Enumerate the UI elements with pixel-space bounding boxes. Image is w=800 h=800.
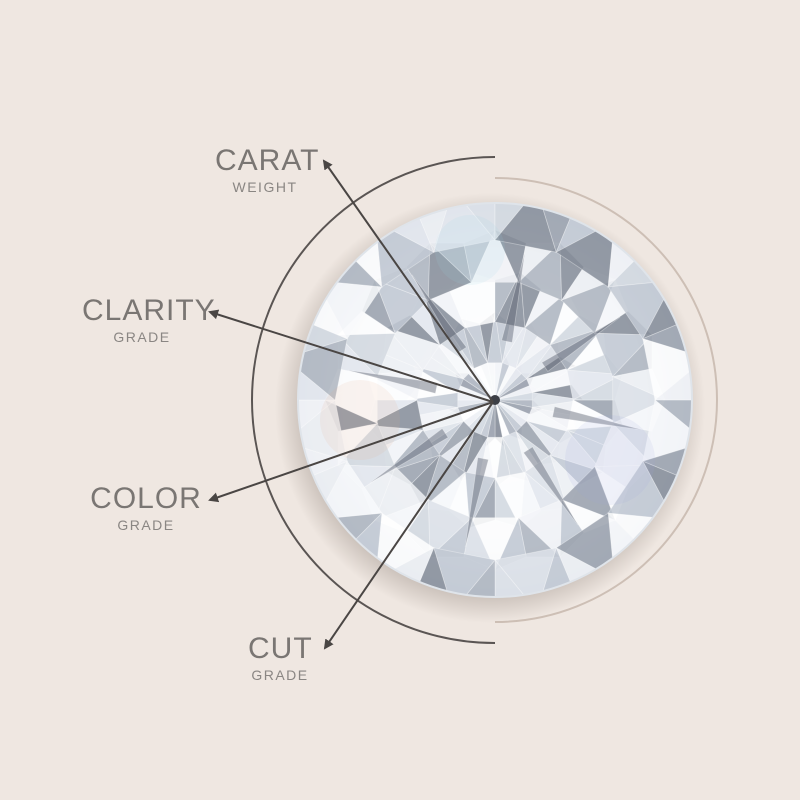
cut-arrow: [323, 401, 494, 650]
color-title: COLOR: [90, 482, 202, 515]
color-label: COLOR GRADE: [90, 482, 202, 533]
inner-arc: [251, 156, 496, 644]
carat-label: CARAT WEIGHT: [215, 144, 320, 195]
clarity-label: CLARITY GRADE: [82, 294, 216, 345]
clarity-arrow: [208, 309, 494, 403]
carat-title: CARAT: [215, 144, 320, 177]
color-arrow: [208, 401, 494, 503]
color-subtitle: GRADE: [117, 517, 175, 533]
cut-label: CUT GRADE: [248, 632, 313, 683]
carat-arrow: [322, 159, 494, 403]
cut-title: CUT: [248, 632, 313, 665]
outer-arc: [494, 177, 718, 623]
clarity-title: CLARITY: [82, 294, 216, 327]
diamond-illustration: [297, 202, 693, 598]
clarity-subtitle: GRADE: [113, 329, 171, 345]
cut-subtitle: GRADE: [251, 667, 309, 683]
carat-subtitle: WEIGHT: [232, 179, 298, 195]
